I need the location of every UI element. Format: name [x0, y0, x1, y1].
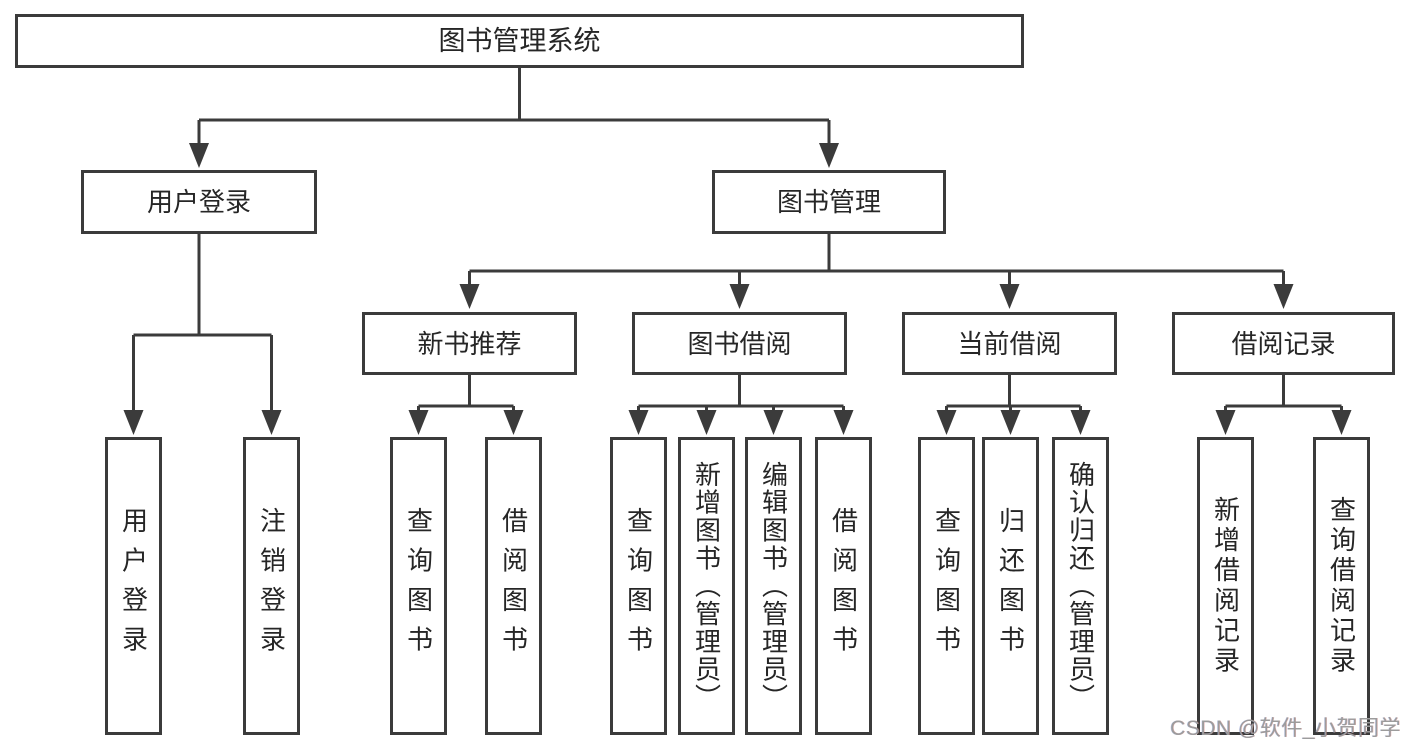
- node-book-borrowing: 图书借阅: [632, 312, 847, 375]
- node-label: 新书推荐: [417, 328, 522, 359]
- leaf-logout: 注销登录: [243, 437, 300, 735]
- node-library-management-system: 图书管理系统: [15, 14, 1024, 68]
- node-label: 用户登录: [146, 187, 251, 217]
- leaf-label: 查询图书: [403, 506, 434, 666]
- node-label: 图书管理: [776, 187, 881, 217]
- leaf-user-login: 用户登录: [105, 437, 162, 735]
- csdn-watermark: CSDN @软件_小贺同学: [1170, 717, 1401, 740]
- leaf-label: 归还图书: [995, 506, 1026, 666]
- leaf-label: 新增图书（管理员）: [691, 460, 722, 712]
- leaf-edit-book-admin: 编辑图书（管理员）: [745, 437, 802, 735]
- leaf-return-book: 归还图书: [982, 437, 1039, 735]
- node-borrowing-records: 借阅记录: [1172, 312, 1395, 375]
- leaf-label: 借阅图书: [498, 506, 529, 666]
- leaf-query-books-2: 查询图书: [610, 437, 667, 735]
- leaf-label: 查询图书: [931, 506, 962, 666]
- leaf-label: 注销登录: [256, 506, 287, 666]
- leaf-borrow-books: 借阅图书: [485, 437, 542, 735]
- leaf-borrow-books-2: 借阅图书: [815, 437, 872, 735]
- leaf-label: 用户登录: [118, 506, 149, 666]
- leaf-query-books: 查询图书: [390, 437, 447, 735]
- leaf-label: 借阅图书: [828, 506, 859, 666]
- leaf-label: 新增借阅记录: [1210, 495, 1241, 677]
- node-current-borrowing: 当前借阅: [902, 312, 1117, 375]
- node-new-book-recommend: 新书推荐: [362, 312, 577, 375]
- leaf-label: 确认归还（管理员）: [1065, 460, 1096, 712]
- node-label: 当前借阅: [957, 328, 1062, 359]
- node-label: 借阅记录: [1231, 328, 1336, 359]
- node-label: 图书借阅: [687, 328, 792, 359]
- node-user-login: 用户登录: [81, 170, 317, 234]
- leaf-query-borrow-record: 查询借阅记录: [1313, 437, 1370, 735]
- node-label: 图书管理系统: [438, 25, 601, 56]
- leaf-label: 编辑图书（管理员）: [758, 460, 789, 712]
- leaf-add-book-admin: 新增图书（管理员）: [678, 437, 735, 735]
- leaf-label: 查询图书: [623, 506, 654, 666]
- node-book-management: 图书管理: [712, 170, 946, 234]
- leaf-query-books-3: 查询图书: [918, 437, 975, 735]
- leaf-confirm-return-admin: 确认归还（管理员）: [1052, 437, 1109, 735]
- leaf-label: 查询借阅记录: [1326, 495, 1357, 677]
- leaf-add-borrow-record: 新增借阅记录: [1197, 437, 1254, 735]
